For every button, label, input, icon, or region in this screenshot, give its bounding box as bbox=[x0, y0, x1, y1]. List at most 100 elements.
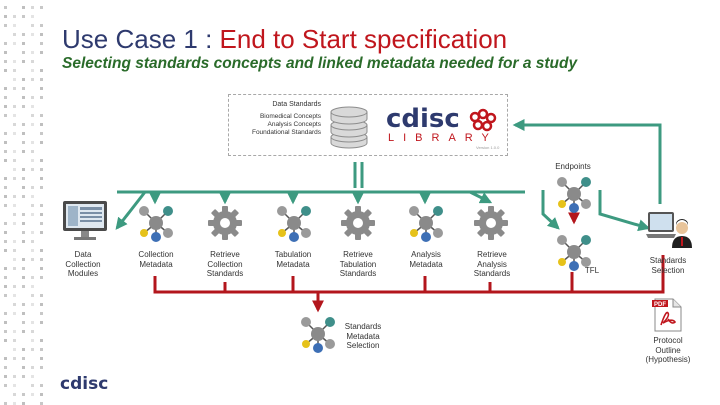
dot bbox=[40, 312, 43, 315]
dot-grid-decoration bbox=[4, 6, 43, 405]
dot bbox=[22, 168, 25, 171]
dot bbox=[13, 132, 16, 135]
dot bbox=[13, 348, 16, 351]
dot bbox=[40, 357, 43, 360]
dot bbox=[22, 303, 25, 306]
dot bbox=[22, 321, 25, 324]
dot bbox=[40, 384, 43, 387]
dot bbox=[22, 195, 25, 198]
dot bbox=[40, 96, 43, 99]
dot bbox=[40, 69, 43, 72]
dot bbox=[22, 285, 25, 288]
dot bbox=[4, 159, 7, 162]
user-laptop-icon bbox=[646, 212, 692, 248]
dot bbox=[31, 168, 34, 171]
label-data-collection-modules: Data Collection Modules bbox=[65, 250, 101, 278]
dot bbox=[31, 339, 34, 342]
dot bbox=[22, 240, 25, 243]
dot bbox=[4, 132, 7, 135]
dot bbox=[4, 267, 7, 270]
monitor-icon bbox=[63, 201, 107, 240]
dot bbox=[4, 231, 7, 234]
dot bbox=[40, 186, 43, 189]
logo-flower-icon bbox=[469, 108, 497, 132]
library-logo-small: Version 1.0.0 bbox=[476, 145, 500, 150]
dot bbox=[22, 42, 25, 45]
database-icon bbox=[330, 106, 368, 149]
dot bbox=[4, 141, 7, 144]
dot bbox=[31, 96, 34, 99]
dot bbox=[4, 195, 7, 198]
dot bbox=[40, 321, 43, 324]
dot bbox=[40, 213, 43, 216]
dot bbox=[22, 393, 25, 396]
arrow-to-data-collection bbox=[115, 191, 147, 230]
dot bbox=[4, 249, 7, 252]
label-standards-metadata-selection: Standards Metadata Selection bbox=[344, 322, 382, 350]
dot bbox=[4, 60, 7, 63]
dot bbox=[13, 168, 16, 171]
dot bbox=[40, 222, 43, 225]
dot bbox=[4, 339, 7, 342]
dot bbox=[13, 393, 16, 396]
data-standards-box: Data Standards Biomedical Concepts Analy… bbox=[228, 94, 508, 156]
dot bbox=[40, 258, 43, 261]
dot bbox=[31, 231, 34, 234]
dot bbox=[13, 33, 16, 36]
dot bbox=[4, 384, 7, 387]
dot bbox=[40, 303, 43, 306]
dot bbox=[13, 195, 16, 198]
dot bbox=[31, 195, 34, 198]
dot bbox=[4, 330, 7, 333]
dot bbox=[13, 213, 16, 216]
dot bbox=[31, 114, 34, 117]
dot bbox=[22, 231, 25, 234]
dot bbox=[22, 330, 25, 333]
dot bbox=[4, 240, 7, 243]
dot bbox=[31, 78, 34, 81]
dot bbox=[4, 42, 7, 45]
arrow-standards-selection-to-red-bus bbox=[572, 255, 665, 294]
dot bbox=[22, 222, 25, 225]
title-highlight: End to Start specification bbox=[219, 24, 508, 54]
dot bbox=[31, 204, 34, 207]
dot bbox=[4, 276, 7, 279]
dot bbox=[13, 159, 16, 162]
dot bbox=[40, 393, 43, 396]
dot bbox=[22, 6, 25, 9]
arrow-right-to-library bbox=[512, 119, 662, 204]
dot bbox=[40, 78, 43, 81]
label-standards-selection: Standards Selection bbox=[649, 256, 687, 275]
dot bbox=[13, 123, 16, 126]
dot bbox=[4, 114, 7, 117]
metadata-network-icon bbox=[277, 206, 311, 242]
dot bbox=[13, 357, 16, 360]
dot bbox=[22, 213, 25, 216]
library-logo-sub: LIBRARY bbox=[388, 132, 498, 144]
dot bbox=[31, 384, 34, 387]
dot bbox=[4, 312, 7, 315]
dot bbox=[40, 51, 43, 54]
dot bbox=[22, 186, 25, 189]
dot bbox=[40, 87, 43, 90]
dot bbox=[40, 348, 43, 351]
dot bbox=[31, 393, 34, 396]
dot bbox=[4, 177, 7, 180]
dot bbox=[22, 78, 25, 81]
metadata-network-icon bbox=[139, 206, 173, 242]
arrow-to-standards-selection bbox=[598, 190, 651, 232]
dot bbox=[31, 240, 34, 243]
dot bbox=[40, 249, 43, 252]
dot bbox=[4, 69, 7, 72]
dot bbox=[40, 42, 43, 45]
dot bbox=[40, 159, 43, 162]
dot bbox=[22, 105, 25, 108]
dot bbox=[13, 24, 16, 27]
tfl-network-icon bbox=[557, 235, 591, 271]
dot bbox=[22, 375, 25, 378]
dot bbox=[4, 366, 7, 369]
dot bbox=[4, 222, 7, 225]
dot bbox=[40, 141, 43, 144]
dot bbox=[31, 366, 34, 369]
